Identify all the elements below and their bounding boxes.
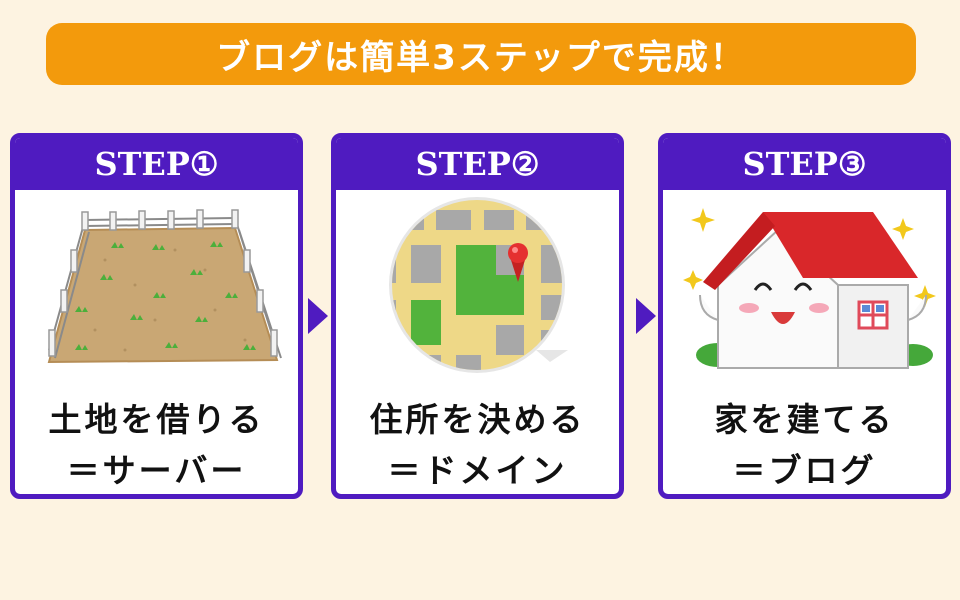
step-card-1: STEP① [10,133,303,499]
step-text-3-line1: 家を建てる [714,400,895,439]
step-text-2-line1: 住所を決める [369,400,586,439]
banner-title: ブログは簡単3ステップで完成！ [216,37,746,78]
arrow-right-icon [636,298,656,334]
step-text-3-line2: ＝ブログ [732,451,877,490]
step-text-1-line2: ＝サーバー [66,451,247,490]
arrow-right-icon [308,298,328,334]
step-text-1-line1: 土地を借りる [48,400,265,439]
step-card-3: STEP③ 家を建てる ＝ブログ [658,133,951,499]
step-label-3: STEP③ [663,138,946,190]
step-label-2: STEP② [336,138,619,190]
smiling-house-icon [683,208,936,369]
title-banner: ブログは簡単3ステップで完成！ [46,23,916,85]
map-pin-icon [389,197,568,373]
step-card-2: STEP② 住所を決める ＝ドメイン [331,133,624,499]
step-label-1: STEP① [15,138,298,190]
step-text-2-line2: ＝ドメイン [387,451,568,490]
fenced-field-icon [47,209,282,364]
